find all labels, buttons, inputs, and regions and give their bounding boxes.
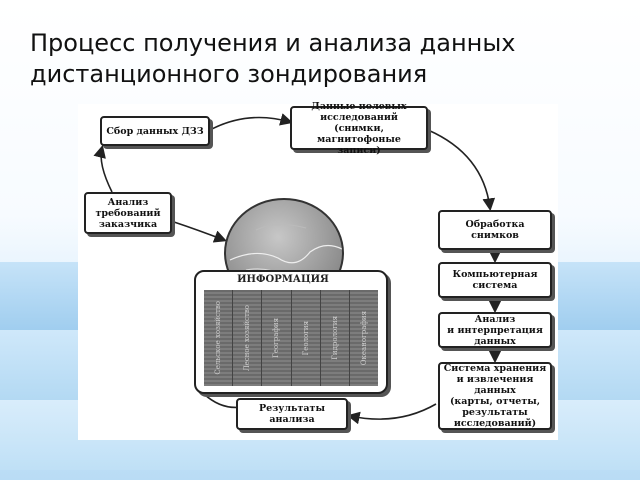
book-spine: Геология bbox=[291, 290, 320, 386]
book-spine: Океанография bbox=[349, 290, 379, 386]
box-interpretation: Анализ и интерпретация данных bbox=[438, 312, 552, 348]
box-field-data: Данные полевых исследований (снимки, маг… bbox=[290, 101, 428, 156]
book-spine: Гидрология bbox=[320, 290, 349, 386]
box-analysis-results: Результаты анализа bbox=[236, 398, 348, 430]
book-spine: Сельское хозяйство bbox=[204, 290, 233, 386]
book-shelf: Сельское хозяйство Лесное хозяйство Геог… bbox=[204, 290, 379, 386]
box-computer-system: Компьютерная система bbox=[438, 262, 552, 298]
slide-title: Процесс получения и анализа данных диста… bbox=[30, 29, 516, 88]
book-spine: География bbox=[262, 290, 291, 386]
information-label: ИНФОРМАЦИЯ bbox=[228, 274, 338, 285]
arrow-collect-to-field bbox=[209, 113, 294, 131]
box-image-processing: Обработка снимков bbox=[438, 210, 552, 250]
box-collect-data: Сбор данных ДЗЗ bbox=[100, 116, 210, 146]
arrow-requirements-to-collect bbox=[93, 144, 113, 193]
arrow-globe-link bbox=[173, 221, 227, 243]
box-storage-system: Система хранения и извлечения данных (ка… bbox=[438, 362, 552, 430]
book-spine: Лесное хозяйство bbox=[233, 290, 262, 386]
arrow-field-to-processing bbox=[427, 129, 496, 212]
box-customer-requirements: Анализ требований заказчика bbox=[84, 192, 172, 234]
arrow-storage-to-results bbox=[346, 403, 437, 425]
diagram-panel: Сбор данных ДЗЗ Данные полевых исследова… bbox=[78, 101, 558, 440]
connector-arrows bbox=[93, 113, 502, 425]
